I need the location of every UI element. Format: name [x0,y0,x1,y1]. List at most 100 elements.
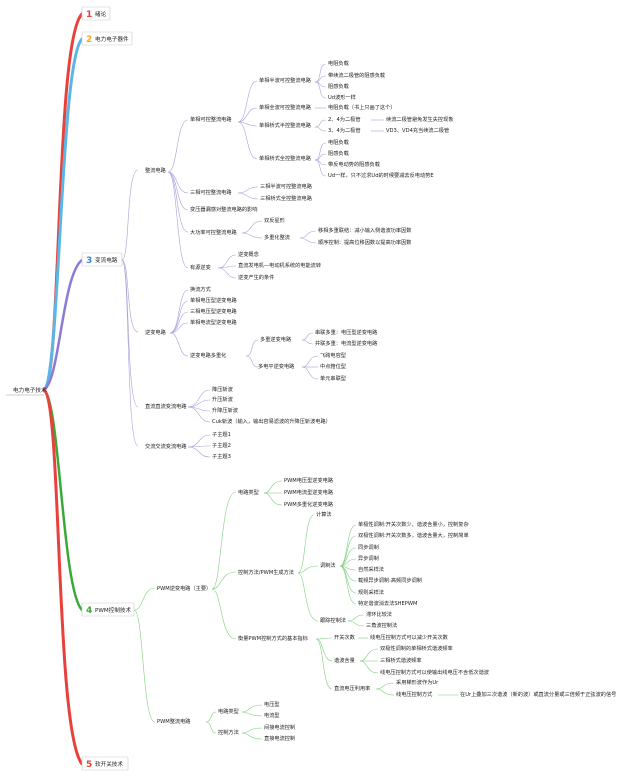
leaf[interactable]: 双极性调制:开关次数多，谐波含量大，控制简单 [358,531,469,539]
leaf[interactable]: 间接电流控制 [264,723,295,731]
node-full-wave[interactable]: 单相全波可控整流电路 [259,103,312,111]
leaf[interactable]: 谐波含量 [334,656,355,664]
node-active-inversion[interactable]: 有源逆变 [190,263,211,271]
leaf[interactable]: 双极性调制的单相桥式谐波频率 [380,644,453,652]
leaf[interactable]: 三相桥式全控整流电路 [260,194,313,202]
leaf[interactable]: 2、4为二极管 [328,115,361,123]
leaf[interactable]: 三角波控制法 [366,621,397,629]
leaf[interactable]: 并联多重：电流型逆变电路 [315,339,378,347]
leaf[interactable]: 带反电动势的阻感负载 [328,160,380,168]
leaf[interactable]: 中点箝位型 [320,362,346,370]
main-topic-4[interactable]: 4 PWM控制技术 [81,602,135,617]
leaf[interactable]: 特定谐波消去法SHEPWM [358,599,418,607]
leaf[interactable]: 阻感负载 [328,149,349,157]
root-node[interactable]: 电力电子技术 [6,386,47,396]
main-topic-number: 5 [86,760,92,770]
leaf[interactable]: 直流发电机—电动机系统的电能流转 [238,261,321,269]
leaf[interactable]: 3、4为二极管 [328,126,361,134]
leaf[interactable]: 阻感负载 [328,82,349,90]
leaf[interactable]: 电阻负载 [328,138,349,146]
leaf[interactable]: 逆变产生的条件 [238,273,274,281]
node-control-method[interactable]: 控制方法/PWM生成方法 [238,568,294,576]
node-half-wave[interactable]: 单相半波可控整流电路 [259,76,312,84]
leaf[interactable]: 同步调制 [358,543,379,551]
main-topic-5[interactable]: 5 软开关技术 [81,756,129,771]
main-topic-1[interactable]: 1 绪论 [81,6,111,21]
leaf[interactable]: 规则采样法 [358,588,384,596]
leaf[interactable]: 移相多重联结：减小输入侧谐波功率因数 [318,226,412,234]
leaf[interactable]: 滞环比较法 [366,610,392,618]
leaf[interactable]: 升降压斩波 [212,406,239,414]
leaf[interactable]: 多重化整流 [264,233,290,241]
leaf[interactable]: Ud波形一样 [328,93,356,101]
leaf[interactable]: 子主题2 [212,441,231,449]
leaf[interactable]: 直接电流控制 [264,734,295,742]
leaf[interactable]: PWM电流型逆变电路 [284,488,334,496]
leaf[interactable]: 多重逆变电路 [260,335,292,343]
node-circuit-type[interactable]: 电路类型 [238,488,259,496]
leaf[interactable]: 换流方式 [190,285,212,293]
node-tracking[interactable]: 跟踪控制法 [320,616,346,624]
node-modulation[interactable]: 调制法 [320,561,336,569]
leaf[interactable]: 在Ur上叠加三次谐波（新的波）或直流分量或三倍频于正弦波的信号 [460,690,616,698]
leaf[interactable]: 单相电流型逆变电路 [190,318,238,326]
node-three-phase[interactable]: 三相可控整流电路 [190,188,232,196]
leaf[interactable]: 单相电压型逆变电路 [190,296,238,304]
node-pwm-inverter[interactable]: PWM逆变电路（主要） [157,584,211,592]
leaf[interactable]: 开关次数 [334,633,356,641]
node-high-power[interactable]: 大功率可控整流电路 [190,228,238,236]
main-topic-number: 3 [86,256,92,266]
node-rect-control[interactable]: 控制方法 [218,728,239,736]
leaf[interactable]: 子主题1 [212,430,231,438]
leaf[interactable]: PWM多重化逆变电路 [284,500,334,508]
leaf[interactable]: 线电压控制方式可以减少开关次数 [370,633,449,641]
leaf[interactable]: 顺序控制：提高位移因数以提高功率因数 [318,238,412,246]
leaf[interactable]: 直流电压利用率 [334,684,370,692]
leaf[interactable]: 自然采样法 [358,565,384,573]
leaf[interactable]: 载频异步调制:高频同步调制 [358,576,422,584]
main-topic-2[interactable]: 2 电力电子器件 [81,31,133,46]
node-inverter[interactable]: 逆变电路 [145,328,167,336]
leaf[interactable]: 串联多重：电压型逆变电路 [315,328,378,336]
node-ac-ac[interactable]: 交流交流变流电路 [145,442,187,450]
leaf[interactable]: 双反星形 [264,216,286,224]
main-topic-number: 1 [86,10,92,20]
leaf[interactable]: 计算法 [316,510,332,518]
leaf[interactable]: 三相桥式谐波频率 [380,656,422,664]
node-multiplexing[interactable]: 逆变电路多重化 [190,351,226,359]
leaf[interactable]: 单极性调制:开关次数少、谐波含量小，控制复杂 [358,520,469,528]
node-transformer-leakage[interactable]: 变压器漏感对整流电路的影响 [190,205,257,213]
leaf[interactable]: 异步调制 [358,554,379,562]
leaf[interactable]: 升压斩波 [212,395,234,403]
leaf[interactable]: 采用梯形波作为Ur [396,678,439,686]
leaf[interactable]: 带续流二极管的阻感负载 [328,71,385,79]
leaf[interactable]: 电阻负载（书上只画了这个） [328,103,395,111]
leaf[interactable]: PWM电压型逆变电路 [284,476,334,484]
leaf[interactable]: 子主题3 [212,452,231,460]
leaf[interactable]: VD3、VD4充当续流二极管 [386,126,449,134]
node-full-controlled-bridge[interactable]: 单相桥式全控整流电路 [259,154,312,162]
leaf[interactable]: 多电平逆变电路 [258,362,295,370]
leaf[interactable]: 线电压控制方式可以使输出线电压不含低次谐波 [380,668,490,676]
leaf[interactable]: 电压型 [264,700,280,708]
leaf[interactable]: 三相半波可控整流电路 [260,182,313,190]
leaf[interactable]: 逆变概念 [238,250,259,258]
main-topic-3[interactable]: 3 变流电路 [81,252,123,267]
leaf[interactable]: Cuk斩波（输入，输出容易滤波的升降压斩波电路） [212,417,331,425]
leaf[interactable]: 三相电压型逆变电路 [190,307,238,315]
leaf[interactable]: 线电压控制方式 [396,690,433,698]
leaf[interactable]: 电阻负载 [328,59,349,67]
leaf[interactable]: 续流二极管避免发生失控现象 [386,115,453,123]
node-rect-type[interactable]: 电路类型 [218,707,239,715]
node-dc-dc[interactable]: 直流直流变流电路 [145,402,187,410]
leaf[interactable]: Ud一样，只不过求Ud的时候要减去反电动势E [328,171,434,179]
node-pwm-rectifier[interactable]: PWM整流电路 [157,717,191,725]
leaf[interactable]: 电流型 [264,711,280,719]
leaf[interactable]: 单元串联型 [320,374,346,382]
node-single-phase-controlled[interactable]: 单相可控整流电路 [190,115,232,123]
node-half-controlled-bridge[interactable]: 单相桥式半控整流电路 [259,121,312,129]
node-metrics[interactable]: 衡量PWM控制方式的基本指标 [238,634,308,642]
node-rectifier[interactable]: 整流电路 [145,166,167,174]
leaf[interactable]: 降压斩波 [212,385,234,393]
leaf[interactable]: 飞跨电容型 [320,351,346,359]
